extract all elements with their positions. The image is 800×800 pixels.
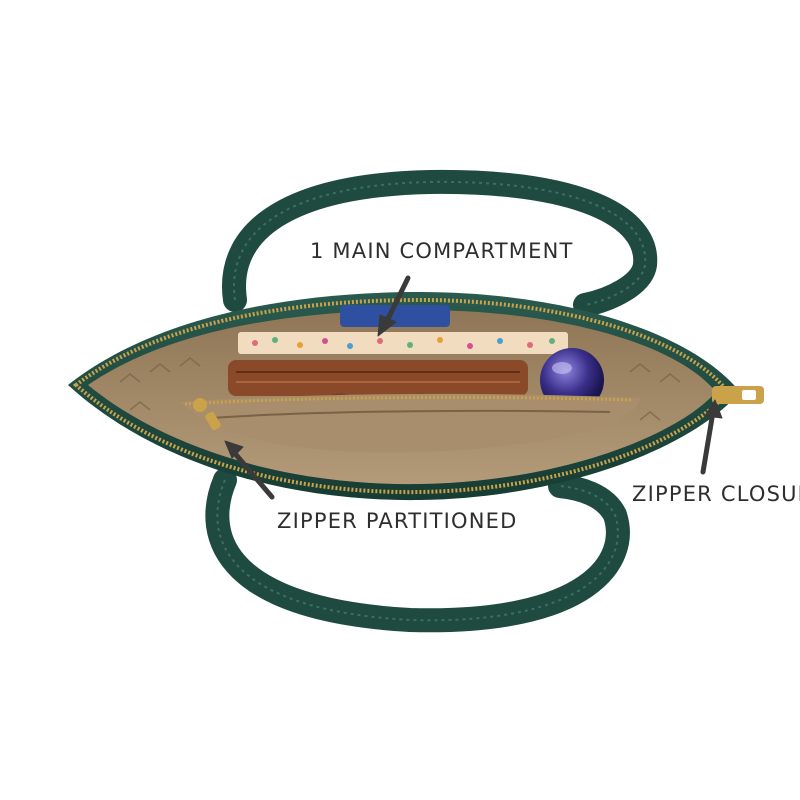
blue-item <box>340 305 450 327</box>
partition-zipper <box>184 395 633 406</box>
label-zipper-partitioned: ZIPPER PARTITIONED <box>277 509 518 533</box>
bottom-handle <box>205 468 630 633</box>
main-zipper-pull <box>712 386 764 404</box>
arrow-zipper-closure <box>700 409 716 475</box>
partition-zipper-pull <box>193 398 221 431</box>
lining-pattern <box>119 357 681 421</box>
floral-notebook <box>238 332 568 354</box>
annotation-arrows <box>224 275 723 500</box>
label-main-compartment: 1 MAIN COMPARTMENT <box>310 239 574 263</box>
brown-pouch <box>228 360 528 396</box>
arrow-zipper-partitioned <box>229 447 275 500</box>
arrow-main-compartment <box>382 275 411 328</box>
zipper-partition-pocket <box>180 393 640 453</box>
floral-pattern <box>252 337 555 349</box>
label-zipper-closure: ZIPPER CLOSURE <box>632 482 800 506</box>
